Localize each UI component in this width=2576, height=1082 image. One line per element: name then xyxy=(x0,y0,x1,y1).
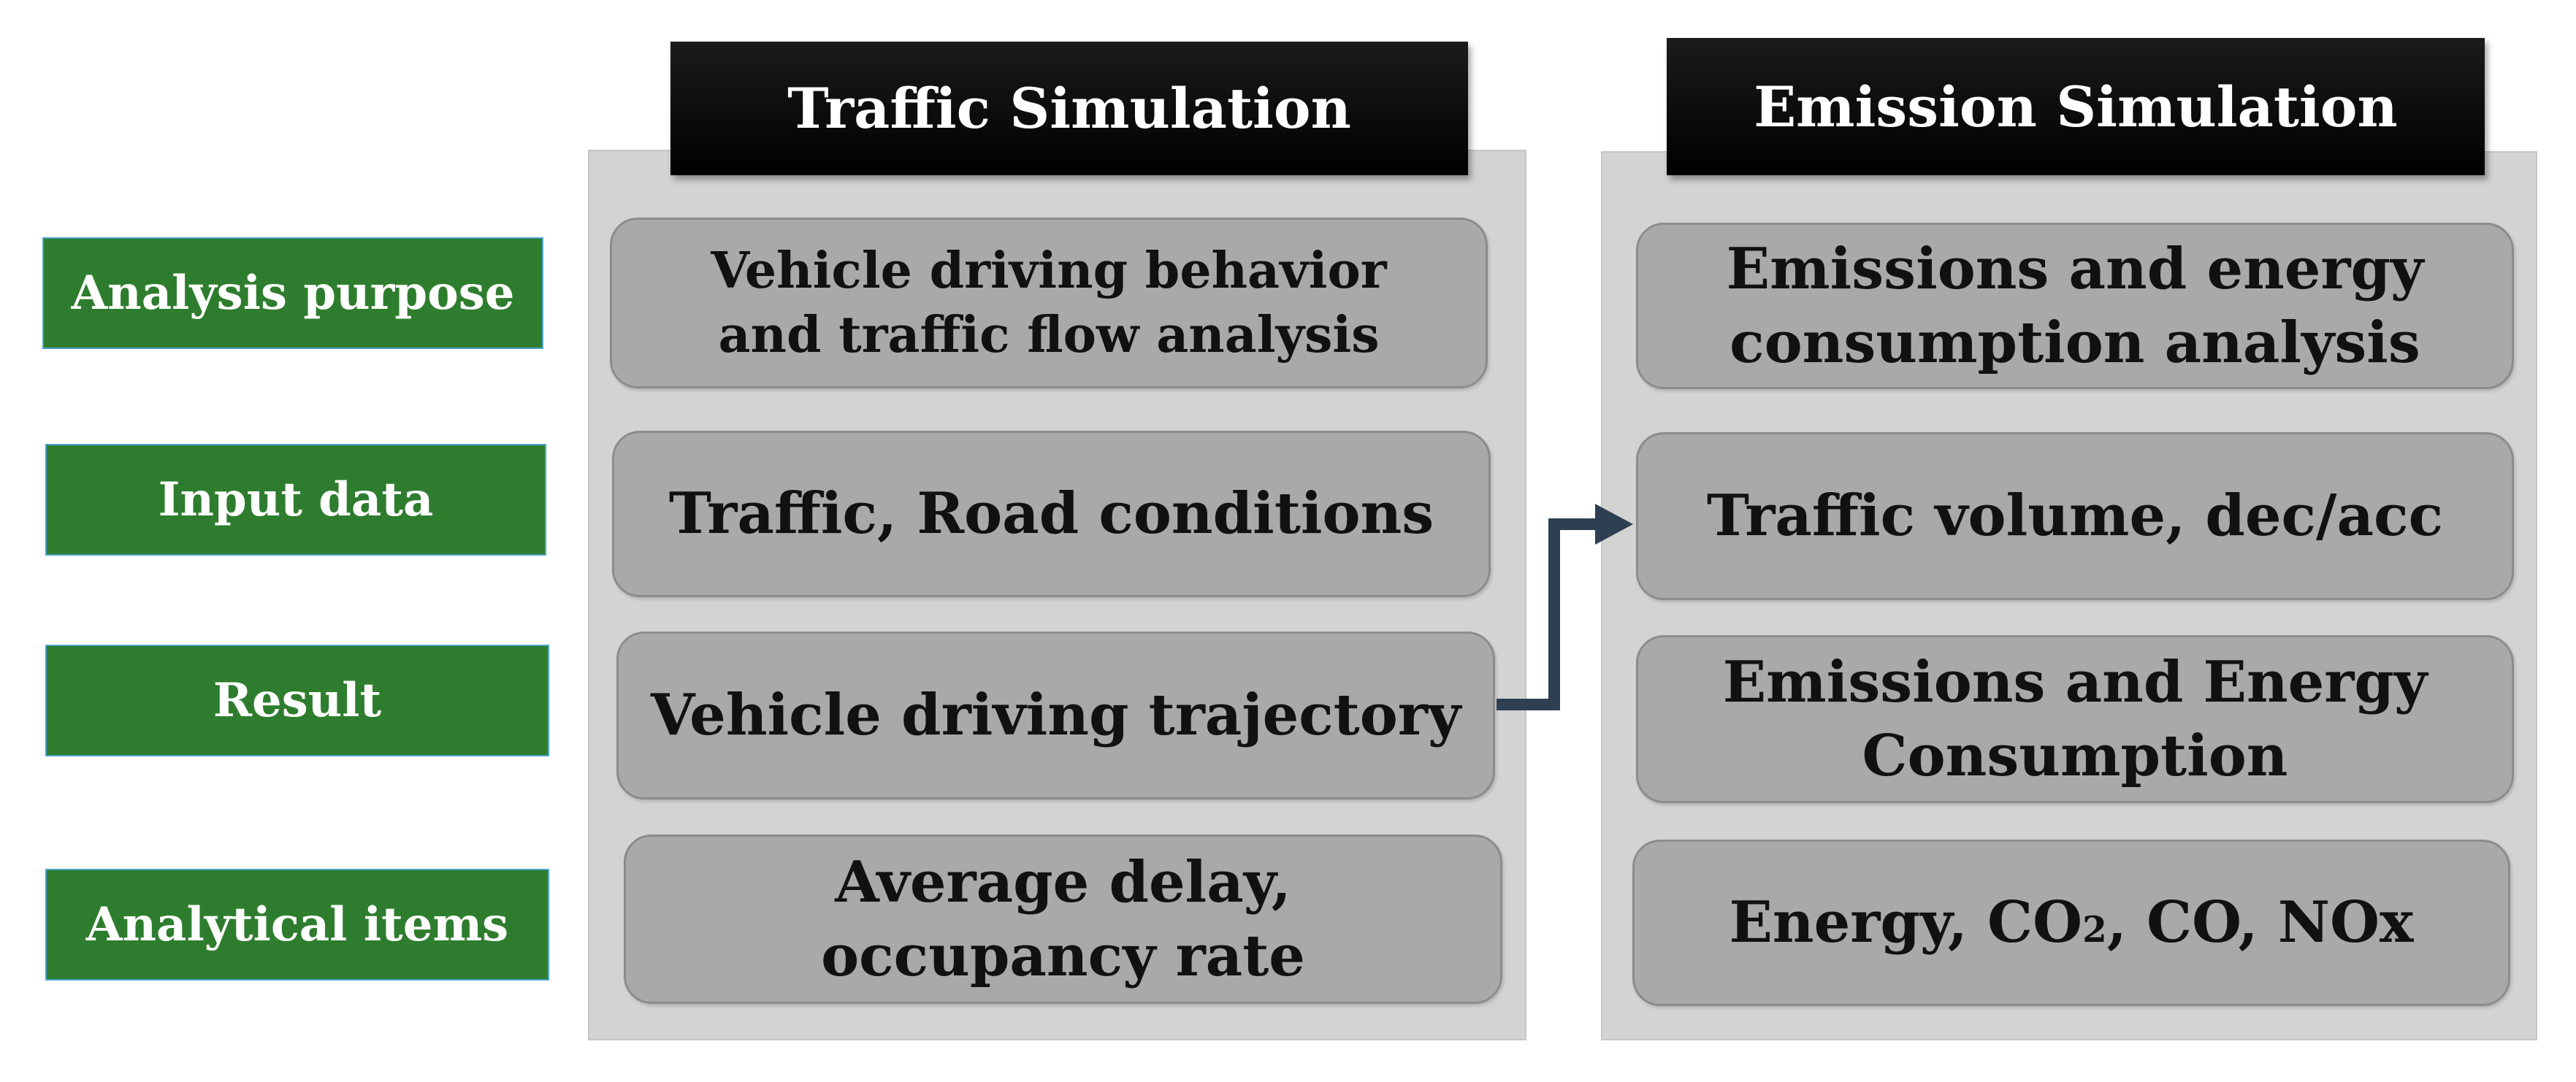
traffic-simulation-header: Traffic Simulation xyxy=(670,42,1468,175)
emission-input-data-cell: Traffic volume, dec/acc xyxy=(1636,432,2514,600)
emission-simulation-header: Emission Simulation xyxy=(1667,38,2485,175)
emission-analytical-items-cell: Energy, CO2, CO, NOx xyxy=(1632,840,2510,1006)
connector-line xyxy=(1497,518,1600,710)
row-label-result: Result xyxy=(45,645,549,756)
traffic-analytical-items-text: Average delay, occupancy rate xyxy=(821,848,1305,989)
emission-analytical-items-suffix: , CO, NOx xyxy=(2106,889,2414,956)
emission-analysis-purpose-text: Emissions and energy consumption analysi… xyxy=(1726,235,2424,376)
traffic-analysis-purpose-text: Vehicle driving behavior and traffic flo… xyxy=(711,241,1387,364)
emission-analytical-items-subscript: 2 xyxy=(2082,910,2107,951)
traffic-result-cell: Vehicle driving trajectory xyxy=(616,632,1495,799)
emission-result-cell: Emissions and Energy Consumption xyxy=(1636,635,2514,803)
emission-analytical-items-prefix: Energy, CO xyxy=(1729,889,2083,956)
row-label-analysis-purpose: Analysis purpose xyxy=(42,237,543,349)
traffic-input-data-text: Traffic, Road conditions xyxy=(668,480,1434,548)
emission-input-data-text: Traffic volume, dec/acc xyxy=(1706,483,2444,550)
emission-analysis-purpose-cell: Emissions and energy consumption analysi… xyxy=(1636,223,2514,389)
emission-result-text: Emissions and Energy Consumption xyxy=(1722,648,2428,789)
row-label-input-data: Input data xyxy=(45,444,546,556)
traffic-input-data-cell: Traffic, Road conditions xyxy=(612,431,1491,597)
traffic-analysis-purpose-cell: Vehicle driving behavior and traffic flo… xyxy=(610,218,1488,388)
traffic-result-text: Vehicle driving trajectory xyxy=(650,682,1461,749)
emission-analytical-items-text: Energy, CO2, CO, NOx xyxy=(1707,886,2435,959)
traffic-analytical-items-cell: Average delay, occupancy rate xyxy=(624,834,1502,1004)
row-label-analytical-items: Analytical items xyxy=(45,869,549,981)
arrow-head-icon xyxy=(1595,504,1633,545)
